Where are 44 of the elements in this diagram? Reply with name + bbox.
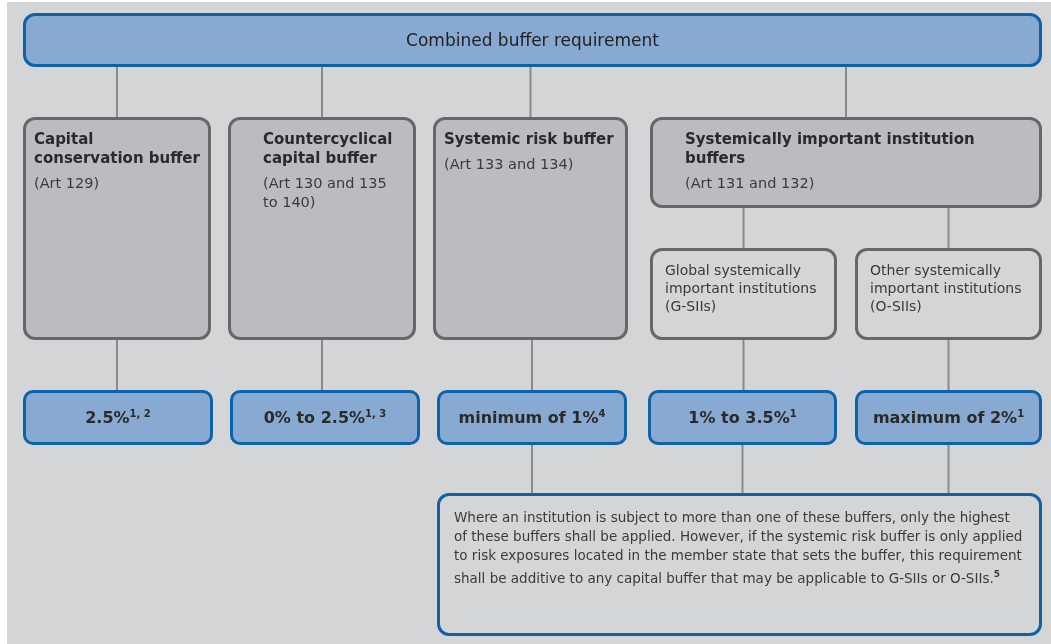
article-reference: (Art 129) (34, 174, 101, 193)
rate-text: maximum of 2%$^{1}$ (872, 407, 1025, 428)
connector-line (531, 444, 533, 494)
buffer-box (650, 117, 1042, 208)
connector-line (531, 339, 533, 391)
connector-line (845, 66, 847, 118)
heading-text: Systemic risk buffer (444, 130, 615, 149)
connector-line (321, 339, 323, 391)
connector-line (529, 66, 532, 118)
connector-line (742, 339, 745, 391)
connector-line (947, 444, 950, 494)
rate-box (230, 390, 420, 445)
rate-box (855, 390, 1042, 445)
note-text: Where an institution is subject to more than one of these buffers, only the highest of these buffers shall be applied. However, if the systemic risk buffer is only applied to risk exposures located in the member state that sets the buffer, this requirement shall be additive to any capital buffer that may be applicable to G-SIIs or O-SIIs.$^{5}$ (454, 508, 1024, 588)
heading-text: Countercyclical capital buffer (262, 130, 394, 168)
category-box (650, 248, 837, 340)
article-reference: (Art 131 and 132) (684, 174, 816, 193)
category-text: Global systemically important institutions (G-SIIs) (665, 261, 818, 315)
heading-text: Systemically important institution buffers (684, 130, 976, 168)
connector-line (116, 66, 118, 118)
article-reference: (Art 133 and 134) (444, 155, 575, 174)
connector-line (742, 207, 745, 249)
connector-line (741, 444, 744, 494)
buffer-box (23, 117, 211, 340)
connector-line (947, 207, 950, 249)
category-box (855, 248, 1042, 340)
rate-text: 0% to 2.5%$^{1, 3}$ (263, 407, 387, 428)
rate-box (648, 390, 837, 445)
article-reference: (Art 130 and 135 to 140) (262, 174, 388, 212)
rate-box (437, 390, 627, 445)
connector-line (321, 66, 323, 118)
connector-line (947, 339, 950, 391)
connector-line (116, 339, 118, 391)
category-text: Other systemically important institutions (O-SIIs) (870, 261, 1023, 315)
note-box (437, 493, 1042, 636)
title-text: Combined buffer requirement (406, 30, 659, 50)
rate-text: 1% to 3.5%$^{1}$ (688, 407, 797, 428)
rate-box (23, 390, 213, 445)
header-box (23, 13, 1042, 67)
rate-text: 2.5%$^{1, 2}$ (85, 407, 151, 428)
buffer-box (228, 117, 416, 340)
buffer-box (433, 117, 628, 340)
rate-text: minimum of 1%$^{4}$ (458, 407, 606, 428)
heading-text: Capital conservation buffer (34, 130, 200, 168)
